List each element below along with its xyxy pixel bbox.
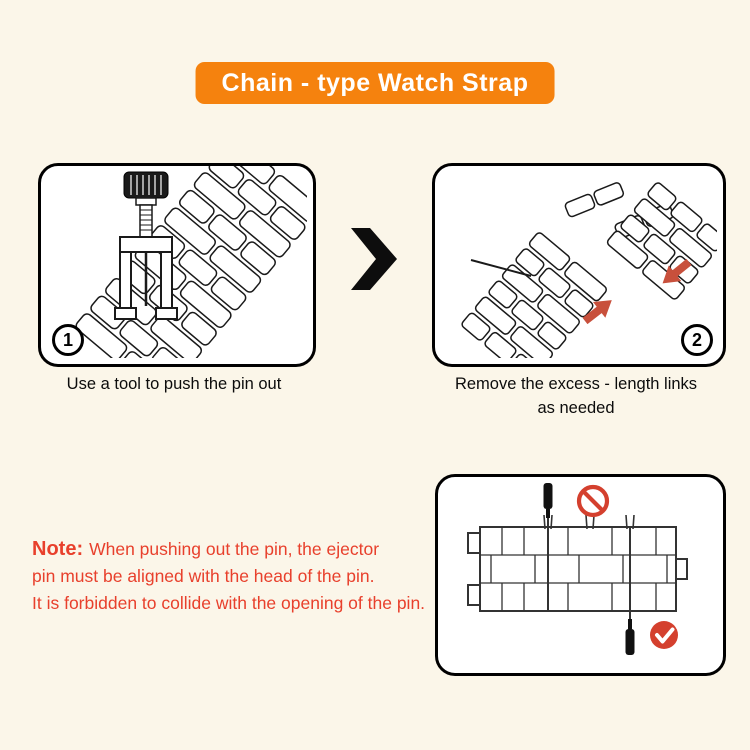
link-remover-tool [114,171,178,320]
pin-removal-tool-illustration [75,166,307,358]
note-text: Note:When pushing out the pin, the eject… [32,536,462,617]
step-2-caption-line-2: as needed [537,399,615,417]
title-banner: Chain - type Watch Strap [195,62,555,104]
ejector-pin-top [543,483,553,611]
step-2-panel: 2 [432,163,726,367]
step-1-caption-line: Use a tool to push the pin out [66,375,282,393]
red-arrow-up-right-icon [582,300,612,325]
alignment-diagram-panel [435,474,726,676]
checkmark-icon [650,621,678,649]
link-removal-illustration [461,182,717,358]
step-2-number: 2 [691,329,702,350]
step-1-caption: Use a tool to push the pin out [38,372,310,396]
pin-alignment-diagram [467,483,688,655]
step-1-number-badge: 1 [52,324,84,356]
page-title: Chain - type Watch Strap [221,68,529,97]
fork-pins [543,514,635,530]
step-2-number-badge: 2 [681,324,713,356]
step-2-caption: Remove the excess - length links as need… [432,372,720,420]
step-2-caption-line-1: Remove the excess - length links [454,375,698,393]
red-arrow-down-left-icon [662,258,692,284]
note-label: Note: [32,538,84,560]
next-step-chevron-icon [351,228,397,290]
ejector-pin-bottom [625,527,635,655]
loose-pin [470,259,532,277]
note-line-2: pin must be aligned with the head of the… [32,566,375,586]
step-1-panel: 1 [38,163,316,367]
note-line-3: It is forbidden to collide with the open… [32,593,426,613]
step-1-number: 1 [62,329,73,350]
prohibition-icon [576,484,610,518]
note-line-1: When pushing out the pin, the ejector [89,539,380,559]
